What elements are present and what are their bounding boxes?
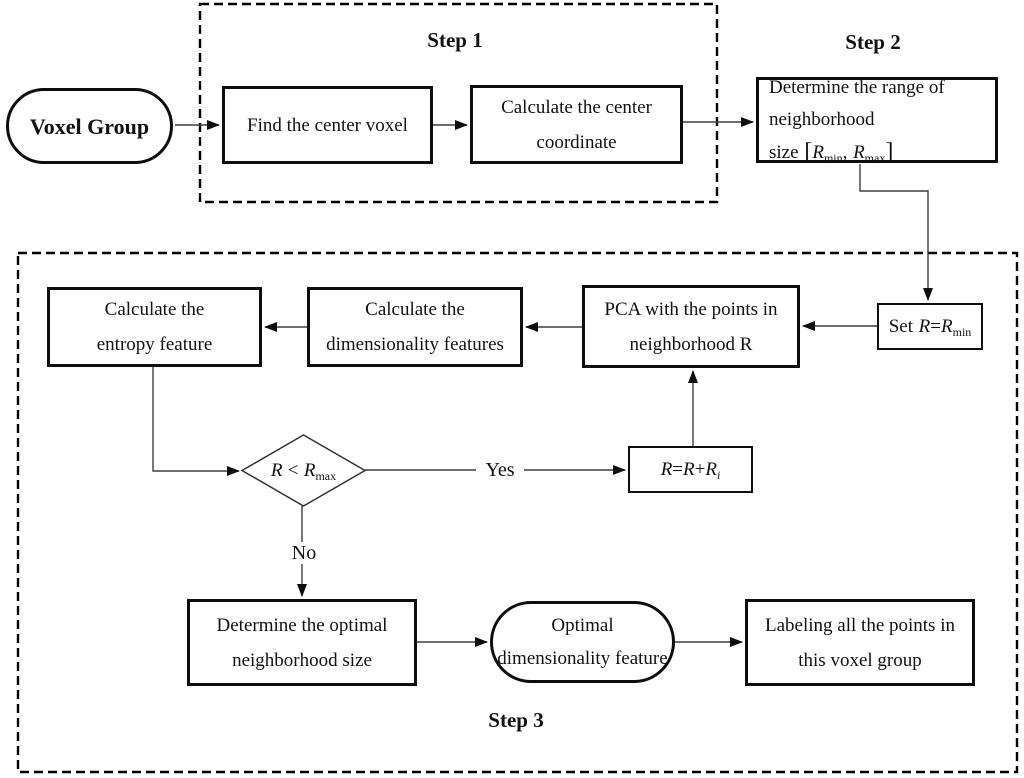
- step3-group-border: [16, 251, 1019, 774]
- step3-label: Step 3: [488, 708, 544, 732]
- calc-center-line2: coordinate: [536, 131, 617, 153]
- node-increment-r: R=R+Ri: [628, 446, 753, 493]
- node-calculate-center-coordinate: Calculate the center coordinate: [470, 85, 683, 164]
- arrow-entropy-to-decision: [152, 367, 240, 476]
- node-find-center-voxel: Find the center voxel: [222, 86, 433, 164]
- find-center-label: Find the center voxel: [247, 114, 408, 136]
- node-calculate-entropy: Calculate the entropy feature: [47, 287, 262, 367]
- step2-label: Step 2: [845, 30, 901, 54]
- increment-formula: R=R+Ri: [660, 459, 721, 482]
- node-decision-r-less-rmax: R<Rmax: [242, 435, 365, 506]
- node-determine-range: Determine the range of neighborhood size…: [756, 77, 998, 165]
- voxel-group-label: Voxel Group: [29, 113, 150, 139]
- arrow-determinerange-to-setr: [859, 164, 933, 301]
- decision-diamond-shape: [240, 434, 367, 507]
- node-optimal-feature: Optimal dimensionality feature: [490, 601, 675, 683]
- no-edge-label: No: [280, 542, 328, 564]
- determine-range-line2: neighborhood size[Rmin,Rmax]: [769, 108, 894, 165]
- decision-formula: R<Rmax: [270, 459, 337, 483]
- yes-edge-label: Yes: [476, 459, 524, 481]
- node-determine-optimal: Determine the optimal neighborhood size: [187, 599, 417, 686]
- calc-center-line1: Calculate the center: [501, 96, 652, 118]
- node-voxel-group: Voxel Group: [6, 88, 173, 164]
- node-calculate-dimensionality: Calculate the dimensionality features: [307, 287, 523, 367]
- step1-group-border: [198, 2, 719, 204]
- step1-label: Step 1: [427, 28, 483, 52]
- node-pca: PCA with the points in neighborhood R: [582, 285, 800, 368]
- determine-range-line1: Determine the range of: [769, 76, 945, 98]
- close-bracket: ]: [885, 137, 894, 165]
- open-bracket: [: [804, 137, 813, 165]
- node-labeling-points: Labeling all the points in this voxel gr…: [745, 599, 975, 686]
